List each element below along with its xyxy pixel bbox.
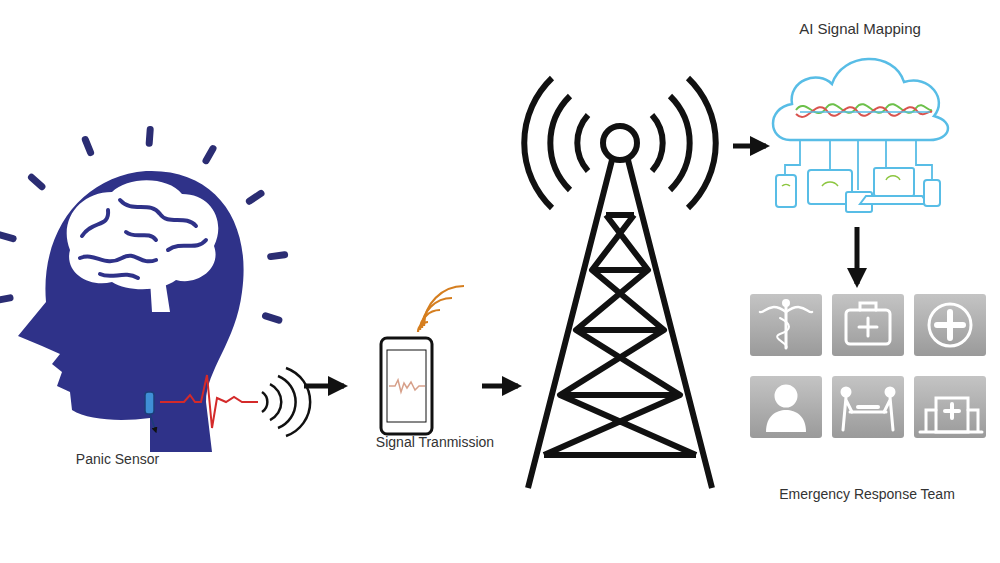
ray-stroke (85, 140, 90, 153)
ray-stroke (266, 316, 279, 320)
ray-stroke (249, 193, 261, 201)
ray-stroke (32, 177, 42, 186)
leader-line (150, 414, 156, 432)
node-label: Panic Sensor (3, 451, 232, 467)
ray-stroke (271, 255, 285, 257)
node-label: Emergency Response Team (740, 486, 994, 502)
radio-tower (524, 78, 716, 488)
ray-stroke (149, 129, 150, 143)
panic-sensor (145, 392, 154, 414)
cloud (773, 59, 948, 212)
signal-waves (262, 368, 310, 436)
node-label: AI Signal Mapping (763, 20, 957, 37)
diagram-node: Panic Sensor (3, 160, 302, 472)
diagram-node: AI Signal Mapping (763, 10, 957, 225)
node-label: Signal Tranmission (348, 434, 522, 450)
flow-arrow (304, 384, 344, 389)
response-icons (750, 294, 986, 438)
ray-stroke (206, 149, 213, 161)
phone (381, 286, 464, 434)
diagram-node: Emergency Response Team (740, 288, 994, 506)
diagram-node: Signal Tranmission (348, 290, 522, 455)
brain (67, 180, 219, 312)
flow-arrow (733, 144, 766, 149)
ray-stroke (0, 235, 13, 239)
flow-arrow (482, 384, 518, 389)
flow-arrow (855, 227, 860, 284)
ray-stroke (0, 298, 10, 301)
ecg-trace (160, 375, 258, 428)
